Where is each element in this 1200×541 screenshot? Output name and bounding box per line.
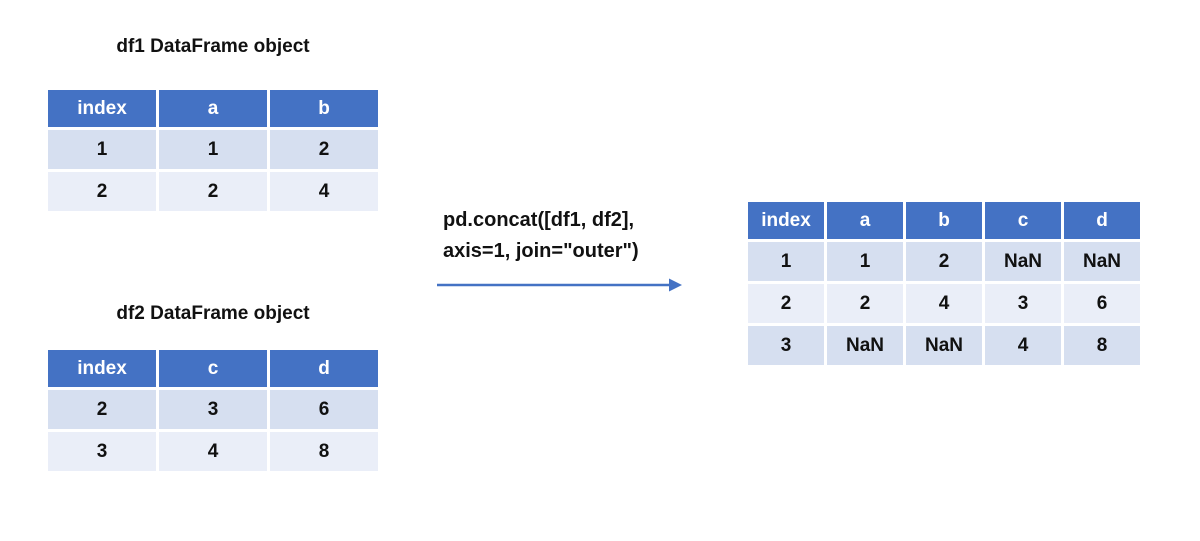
table-cell: 3 (982, 281, 1064, 326)
table-cell: 3 (156, 387, 270, 432)
table-cell: 2 (824, 281, 906, 326)
header-cell: a (156, 87, 270, 130)
table-cell: 4 (267, 169, 381, 214)
table-cell: 3 (745, 323, 827, 368)
header-cell: index (745, 199, 827, 242)
concat-code: pd.concat([df1, df2], axis=1, join="oute… (443, 205, 639, 267)
header-cell: c (156, 347, 270, 390)
table-cell: 2 (45, 169, 159, 214)
arrow-head (669, 278, 682, 292)
table-cell: 1 (156, 127, 270, 172)
concat-code-line1: pd.concat([df1, df2], (443, 209, 635, 231)
table-cell: 1 (745, 239, 827, 284)
header-cell: d (1061, 199, 1143, 242)
table-cell: 4 (903, 281, 985, 326)
table-cell: NaN (903, 323, 985, 368)
table-cell: NaN (824, 323, 906, 368)
table-cell: 8 (267, 429, 381, 474)
table-cell: 4 (156, 429, 270, 474)
header-cell: a (824, 199, 906, 242)
header-cell: index (45, 87, 159, 130)
table-cell: 4 (982, 323, 1064, 368)
header-cell: c (982, 199, 1064, 242)
header-cell: index (45, 347, 159, 390)
header-cell: d (267, 347, 381, 390)
table-cell: 6 (267, 387, 381, 432)
table-cell: NaN (1061, 239, 1143, 284)
table-cell: 2 (156, 169, 270, 214)
header-cell: b (903, 199, 985, 242)
right-arrow-icon (437, 278, 682, 292)
df2-title: df2 DataFrame object (116, 303, 310, 324)
table-cell: 2 (745, 281, 827, 326)
df1-title: df1 DataFrame object (116, 36, 310, 57)
table-cell: 6 (1061, 281, 1143, 326)
concat-code-line2: axis=1, join="outer") (443, 240, 639, 262)
table-cell: 2 (45, 387, 159, 432)
table-cell: 2 (903, 239, 985, 284)
table-cell: 3 (45, 429, 159, 474)
table-cell: 1 (45, 127, 159, 172)
header-cell: b (267, 87, 381, 130)
table-cell: 2 (267, 127, 381, 172)
table-cell: 8 (1061, 323, 1143, 368)
table-cell: NaN (982, 239, 1064, 284)
table-cell: 1 (824, 239, 906, 284)
